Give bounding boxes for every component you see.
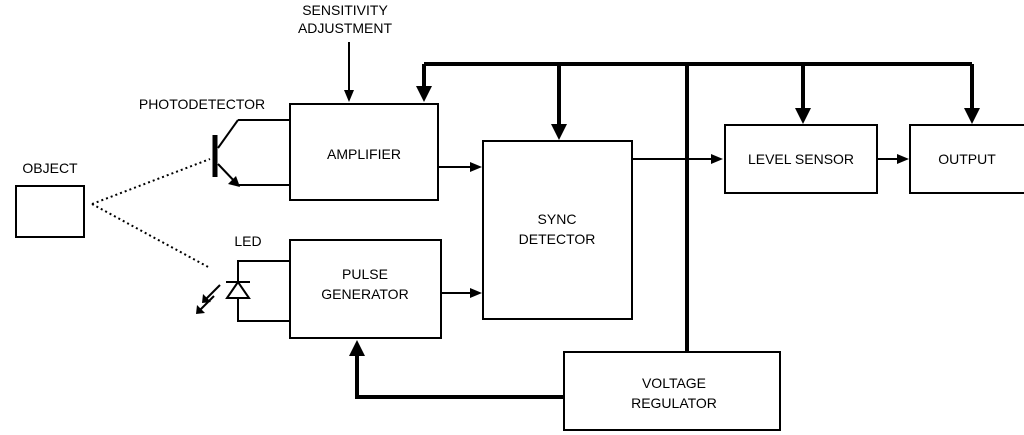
sensitivity-label-line-2: ADJUSTMENT	[298, 20, 393, 36]
arrow-to-amplifier	[416, 86, 432, 102]
output-box	[909, 124, 1024, 194]
led-emission-arrow-2	[196, 305, 205, 314]
level-sensor-group: LEVEL SENSOR	[724, 124, 909, 194]
arrow-to-level-sensor	[795, 108, 811, 124]
sensitivity-arrowhead	[344, 90, 354, 102]
photodetector-label: PHOTODETECTOR	[139, 96, 265, 112]
level-sensor-label: LEVEL SENSOR	[748, 151, 854, 167]
led-emission-line-1	[205, 284, 221, 300]
object-group: OBJECT	[15, 158, 211, 269]
object-label: OBJECT	[22, 160, 78, 176]
phototransistor-icon	[212, 119, 240, 187]
voltage-regulator-label-line-1: VOLTAGE	[642, 375, 706, 391]
arrow-to-output	[964, 108, 980, 124]
led-label: LED	[234, 233, 261, 249]
led-wire-top	[237, 260, 290, 282]
sync-detector-label-line-2: DETECTOR	[519, 231, 596, 247]
sync-to-level-arrow	[711, 154, 723, 164]
optical-path-to-photodetector	[91, 158, 211, 205]
sensitivity-adjustment: SENSITIVITY ADJUSTMENT	[298, 2, 393, 102]
sync-detector-group: SYNC DETECTOR	[482, 140, 723, 320]
sync-detector-label-line-1: SYNC	[538, 211, 577, 227]
power-bus	[349, 62, 980, 399]
amplifier-to-sync-arrow	[470, 162, 482, 172]
sensitivity-label-line-1: SENSITIVITY	[302, 2, 388, 18]
level-to-output-arrow	[897, 154, 909, 164]
photodetector-group: PHOTODETECTOR	[139, 96, 290, 187]
pulse-generator-label-line-2: GENERATOR	[321, 286, 408, 302]
voltage-regulator-group: VOLTAGE REGULATOR	[563, 351, 781, 431]
sync-detector-box	[482, 140, 633, 320]
amplifier-group: AMPLIFIER	[289, 103, 482, 201]
optical-path-from-led	[91, 203, 211, 269]
output-group: OUTPUT	[909, 124, 1024, 194]
led-group: LED	[196, 233, 290, 322]
led-wire-bottom	[237, 298, 290, 322]
object-box	[15, 185, 85, 238]
pulse-generator-box	[289, 239, 442, 339]
pulse-generator-group: PULSE GENERATOR	[289, 239, 482, 339]
level-sensor-box	[724, 124, 878, 194]
output-label: OUTPUT	[938, 151, 996, 167]
led-diode-triangle	[225, 280, 251, 299]
led-diode-icon	[196, 280, 251, 314]
pulse-generator-label-line-1: PULSE	[342, 266, 388, 282]
amplifier-box	[289, 103, 439, 201]
led-emission-line-2	[199, 295, 215, 311]
voltage-regulator-label-line-2: REGULATOR	[631, 395, 717, 411]
amplifier-label: AMPLIFIER	[327, 146, 401, 162]
arrow-to-sync-detector	[551, 124, 567, 140]
pulse-to-sync-arrow	[470, 288, 482, 298]
arrow-to-pulse-generator	[349, 340, 365, 356]
bus-regulator-to-pulse-generator	[355, 354, 564, 399]
phototransistor-emitter-arrow	[228, 176, 240, 187]
voltage-regulator-box	[563, 351, 781, 431]
phototransistor-collector	[217, 119, 239, 149]
